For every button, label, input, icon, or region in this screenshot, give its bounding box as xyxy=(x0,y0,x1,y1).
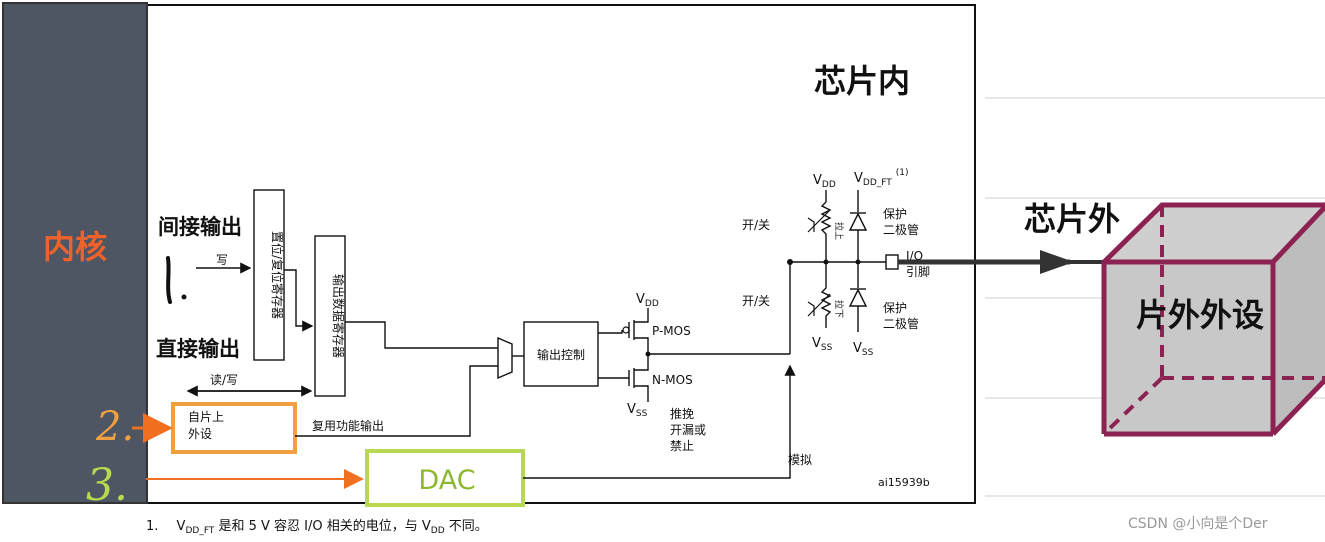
direct-output-label: 直接输出 xyxy=(156,337,240,361)
footnote: 1. VDD_FT 是和 5 V 容忍 I/O 相关的电位，与 VDD 不同。 xyxy=(146,518,488,536)
on-chip-peripheral-label-2: 外设 xyxy=(188,427,212,441)
annotation-1 xyxy=(166,256,187,304)
watermark: CSDN @小向是个Der xyxy=(1128,516,1268,532)
protect-diode-top-2: 二极管 xyxy=(883,222,919,237)
output-data-register xyxy=(314,235,346,397)
vss-diode-label: VSS xyxy=(853,341,874,358)
chip-outside-label: 芯片外 xyxy=(1024,200,1120,238)
set-reset-register xyxy=(253,189,285,361)
dac-box xyxy=(365,449,525,507)
io-pin-label-2: 引脚 xyxy=(906,264,930,279)
nmos-label: N-MOS xyxy=(652,373,693,387)
offchip-peripheral-label: 片外外设 xyxy=(1136,296,1264,334)
io-pin xyxy=(885,254,899,270)
on-chip-peripheral-box xyxy=(171,402,297,454)
output-mux xyxy=(497,336,513,380)
vdd-transistor-label: VDD xyxy=(636,292,659,309)
alt-function-output-label: 复用功能输出 xyxy=(312,418,384,433)
core-label: 内核 xyxy=(43,228,107,266)
mode-disabled: 禁止 xyxy=(670,439,694,453)
core-block xyxy=(2,2,148,504)
chip-inside-label: 芯片内 xyxy=(814,62,910,100)
figure-id: ai15939b xyxy=(878,476,930,489)
set-reset-register-label: 置位/复位寄存器 xyxy=(270,231,285,319)
switch-bottom-label: 开/关 xyxy=(742,294,770,308)
pull-down-label: 拉下 xyxy=(833,300,845,318)
protect-diode-bottom-1: 保护 xyxy=(883,301,907,315)
dac-label: DAC xyxy=(418,465,475,496)
write-label: 写 xyxy=(216,253,228,267)
vss-pulldown-label: VSS xyxy=(812,336,833,353)
read-write-label: 读/写 xyxy=(210,373,238,387)
output-control-block xyxy=(523,321,599,387)
vss-transistor-label: VSS xyxy=(627,402,648,419)
output-control-label: 输出控制 xyxy=(537,347,585,362)
output-data-register-label: 输出数据寄存器 xyxy=(331,274,346,358)
vdd-ft-label: VDD_FT(1) xyxy=(854,168,909,188)
on-chip-peripheral-label-1: 自片上 xyxy=(188,410,224,424)
indirect-output-label: 间接输出 xyxy=(158,215,242,239)
annotation-3: 3. xyxy=(86,460,128,511)
mode-open-drain: 开漏或 xyxy=(670,423,706,437)
vdd-pullup-label: VDD xyxy=(813,173,836,190)
pmos-label: P-MOS xyxy=(652,324,691,338)
annotation-2: 2. xyxy=(95,404,134,450)
pull-up-label: 拉上 xyxy=(833,222,845,240)
analog-label: 模拟 xyxy=(788,453,812,467)
protect-diode-top-1: 保护 xyxy=(883,207,907,221)
switch-top-label: 开/关 xyxy=(742,218,770,232)
offchip-peripheral-cube xyxy=(1101,202,1325,437)
protect-diode-bottom-2: 二极管 xyxy=(883,316,919,331)
mode-push-pull: 推挽 xyxy=(670,407,694,421)
